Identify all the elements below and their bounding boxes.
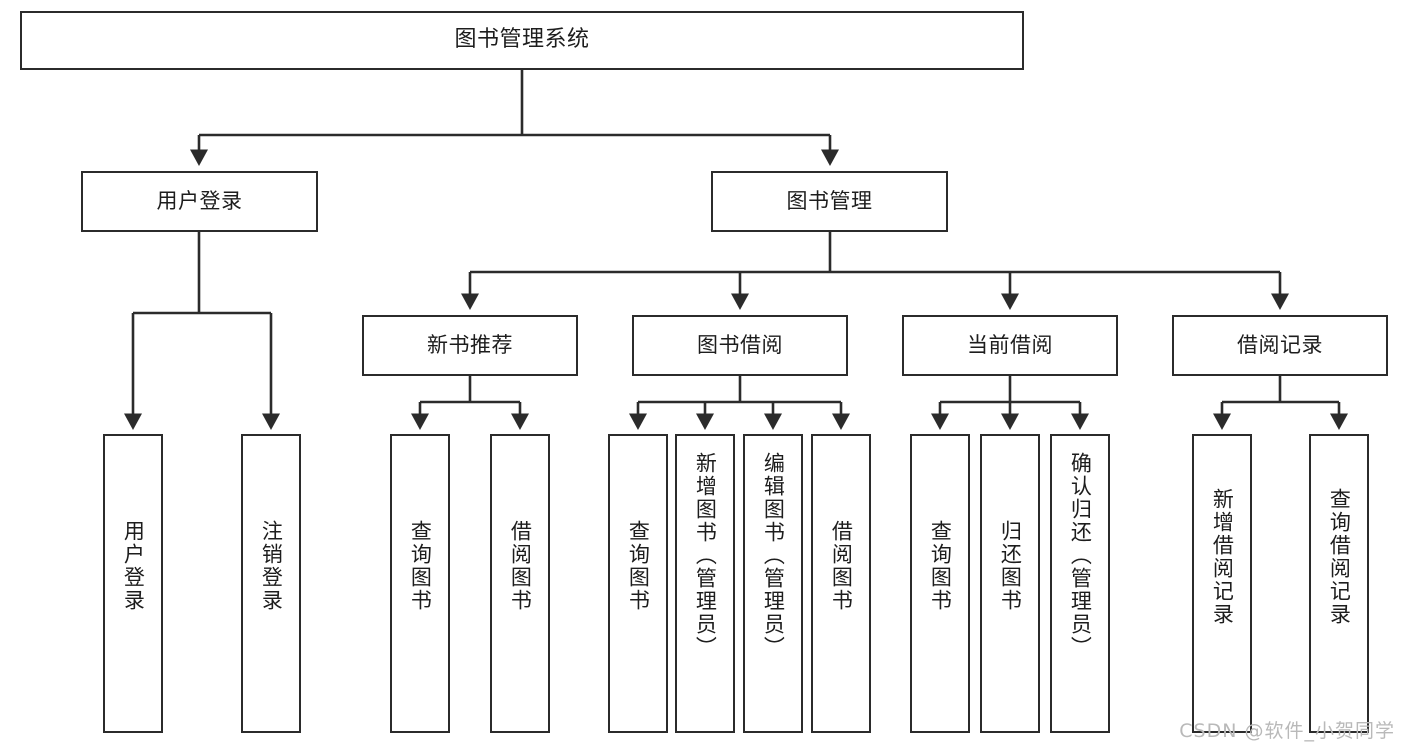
leaf-return-book[interactable]: 归还图书 (980, 434, 1040, 733)
leaf-query-book-borrow[interactable]: 查询图书 (608, 434, 668, 733)
node-label: 借阅记录 (1237, 332, 1323, 357)
csdn-watermark: CSDN @软件_小贺同学 (1179, 720, 1395, 742)
node-label: 借阅图书 (829, 520, 854, 612)
leaf-borrow-book-recommend[interactable]: 借阅图书 (490, 434, 550, 733)
node-label: 用户登录 (156, 188, 243, 213)
node-borrow-record[interactable]: 借阅记录 (1172, 315, 1388, 376)
node-label: 归还图书 (998, 520, 1023, 612)
node-new-book-recommend[interactable]: 新书推荐 (362, 315, 578, 376)
node-user-login[interactable]: 用户登录 (81, 171, 318, 232)
leaf-add-book[interactable]: 新增图书（管理员） (675, 434, 735, 733)
node-label: 查询图书 (928, 520, 953, 612)
node-label: 用户登录 (121, 520, 146, 612)
node-label: 查询图书 (408, 520, 433, 612)
node-label: 查询图书 (626, 520, 651, 612)
node-label: 当前借阅 (967, 332, 1053, 357)
node-label: 注销登录 (259, 520, 284, 612)
node-label: 查询借阅记录 (1327, 488, 1352, 626)
node-book-manage[interactable]: 图书管理 (711, 171, 948, 232)
node-label: 确认归还（管理员） (1068, 452, 1093, 659)
node-book-borrow[interactable]: 图书借阅 (632, 315, 848, 376)
leaf-edit-book[interactable]: 编辑图书（管理员） (743, 434, 803, 733)
node-label: 图书借阅 (697, 332, 783, 357)
node-label: 图书管理系统 (454, 27, 590, 53)
node-label: 借阅图书 (508, 520, 533, 612)
node-book-management-system[interactable]: 图书管理系统 (20, 11, 1024, 70)
leaf-confirm-return[interactable]: 确认归还（管理员） (1050, 434, 1110, 733)
leaf-add-borrow-record[interactable]: 新增借阅记录 (1192, 434, 1252, 733)
node-label: 编辑图书（管理员） (761, 452, 786, 659)
node-label: 新增图书（管理员） (693, 452, 718, 659)
leaf-borrow-book-borrow[interactable]: 借阅图书 (811, 434, 871, 733)
node-label: 新增借阅记录 (1210, 488, 1235, 626)
leaf-query-book-recommend[interactable]: 查询图书 (390, 434, 450, 733)
leaf-user-login[interactable]: 用户登录 (103, 434, 163, 733)
node-current-borrow[interactable]: 当前借阅 (902, 315, 1118, 376)
leaf-query-borrow-record[interactable]: 查询借阅记录 (1309, 434, 1369, 733)
leaf-logout-login[interactable]: 注销登录 (241, 434, 301, 733)
node-label: 新书推荐 (427, 332, 513, 357)
leaf-query-book-current[interactable]: 查询图书 (910, 434, 970, 733)
node-label: 图书管理 (786, 188, 873, 213)
